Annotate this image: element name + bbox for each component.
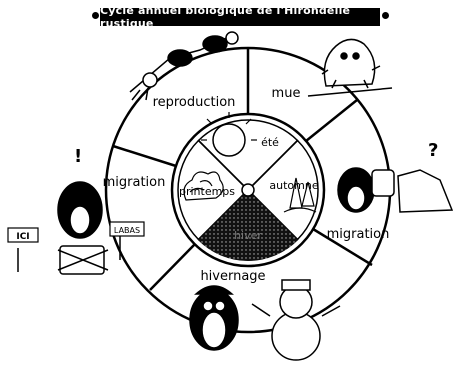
season-label-spring: printemps [179,185,235,198]
season-label-autumn: automne [269,179,318,192]
phase-label-moult: mue [272,86,301,101]
season-label-summer: été [261,136,279,149]
phase-label-migration-right: migration [327,227,390,242]
tree-icon [183,171,224,201]
svg-text:ICI: ICI [16,232,29,242]
svg-text:!: ! [74,146,82,167]
moulting-swallow-icon [307,38,393,97]
migrating-swallow-icon: ? [337,140,454,213]
phase-label-wintering: hivernage [200,269,265,284]
phase-label-migration-left: migration [103,175,166,190]
svg-text:?: ? [428,140,438,161]
traveling-swallow-icon: ! [17,146,121,275]
wintering-swallow-icon [189,285,239,351]
title-bullet-left [92,12,99,19]
winter-quadrant [198,190,298,262]
svg-text:LABAS: LABAS [114,226,140,235]
phase-dividers [112,48,373,291]
swallow-pair-icon [129,31,239,101]
sign-there: LABAS [109,221,145,237]
center-node [241,183,255,197]
season-label-winter: hiver [234,229,262,242]
sign-here: ICI [7,227,39,243]
phase-label-reproduction: reproduction [153,95,236,110]
autumn-trees-icon [283,177,317,213]
title-bullet-right [382,12,389,19]
sun-icon [201,112,257,157]
snowman-icon [251,279,341,361]
